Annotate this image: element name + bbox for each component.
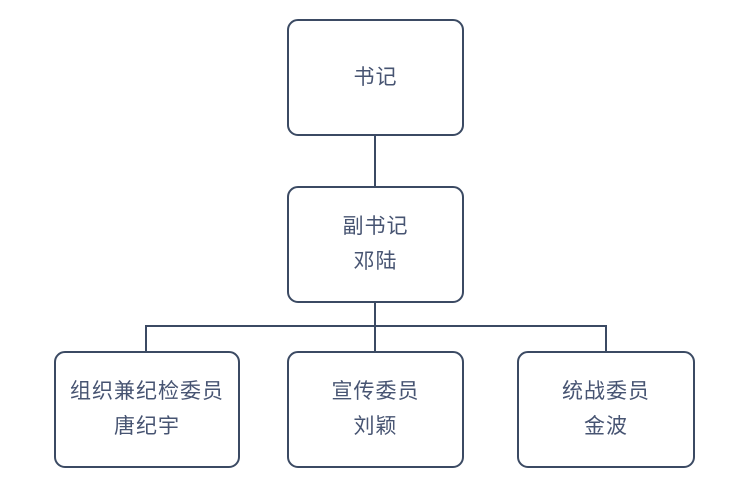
node-title: 书记 <box>353 65 398 89</box>
node-person-name: 金波 <box>584 415 628 438</box>
connector-drop-left <box>145 325 147 351</box>
node-title: 宣传委员 <box>331 380 420 403</box>
org-node-organization-discipline-member: 组织兼纪检委员 唐纪宇 <box>54 351 240 468</box>
node-person-name: 唐纪宇 <box>114 415 180 438</box>
connector-drop-right <box>605 325 607 351</box>
node-title: 组织兼纪检委员 <box>70 380 224 403</box>
node-person-name: 邓陆 <box>353 250 398 273</box>
node-person-name: 刘颖 <box>353 415 398 438</box>
connector-secretary-deputy <box>374 136 376 186</box>
node-title: 副书记 <box>342 215 409 238</box>
org-node-united-front-member: 统战委员 金波 <box>517 351 695 468</box>
node-title: 统战委员 <box>562 380 650 403</box>
org-node-secretary: 书记 <box>287 19 464 136</box>
org-node-deputy-secretary: 副书记 邓陆 <box>287 186 464 303</box>
org-node-publicity-member: 宣传委员 刘颖 <box>287 351 464 468</box>
connector-branch-horizontal <box>145 325 607 327</box>
